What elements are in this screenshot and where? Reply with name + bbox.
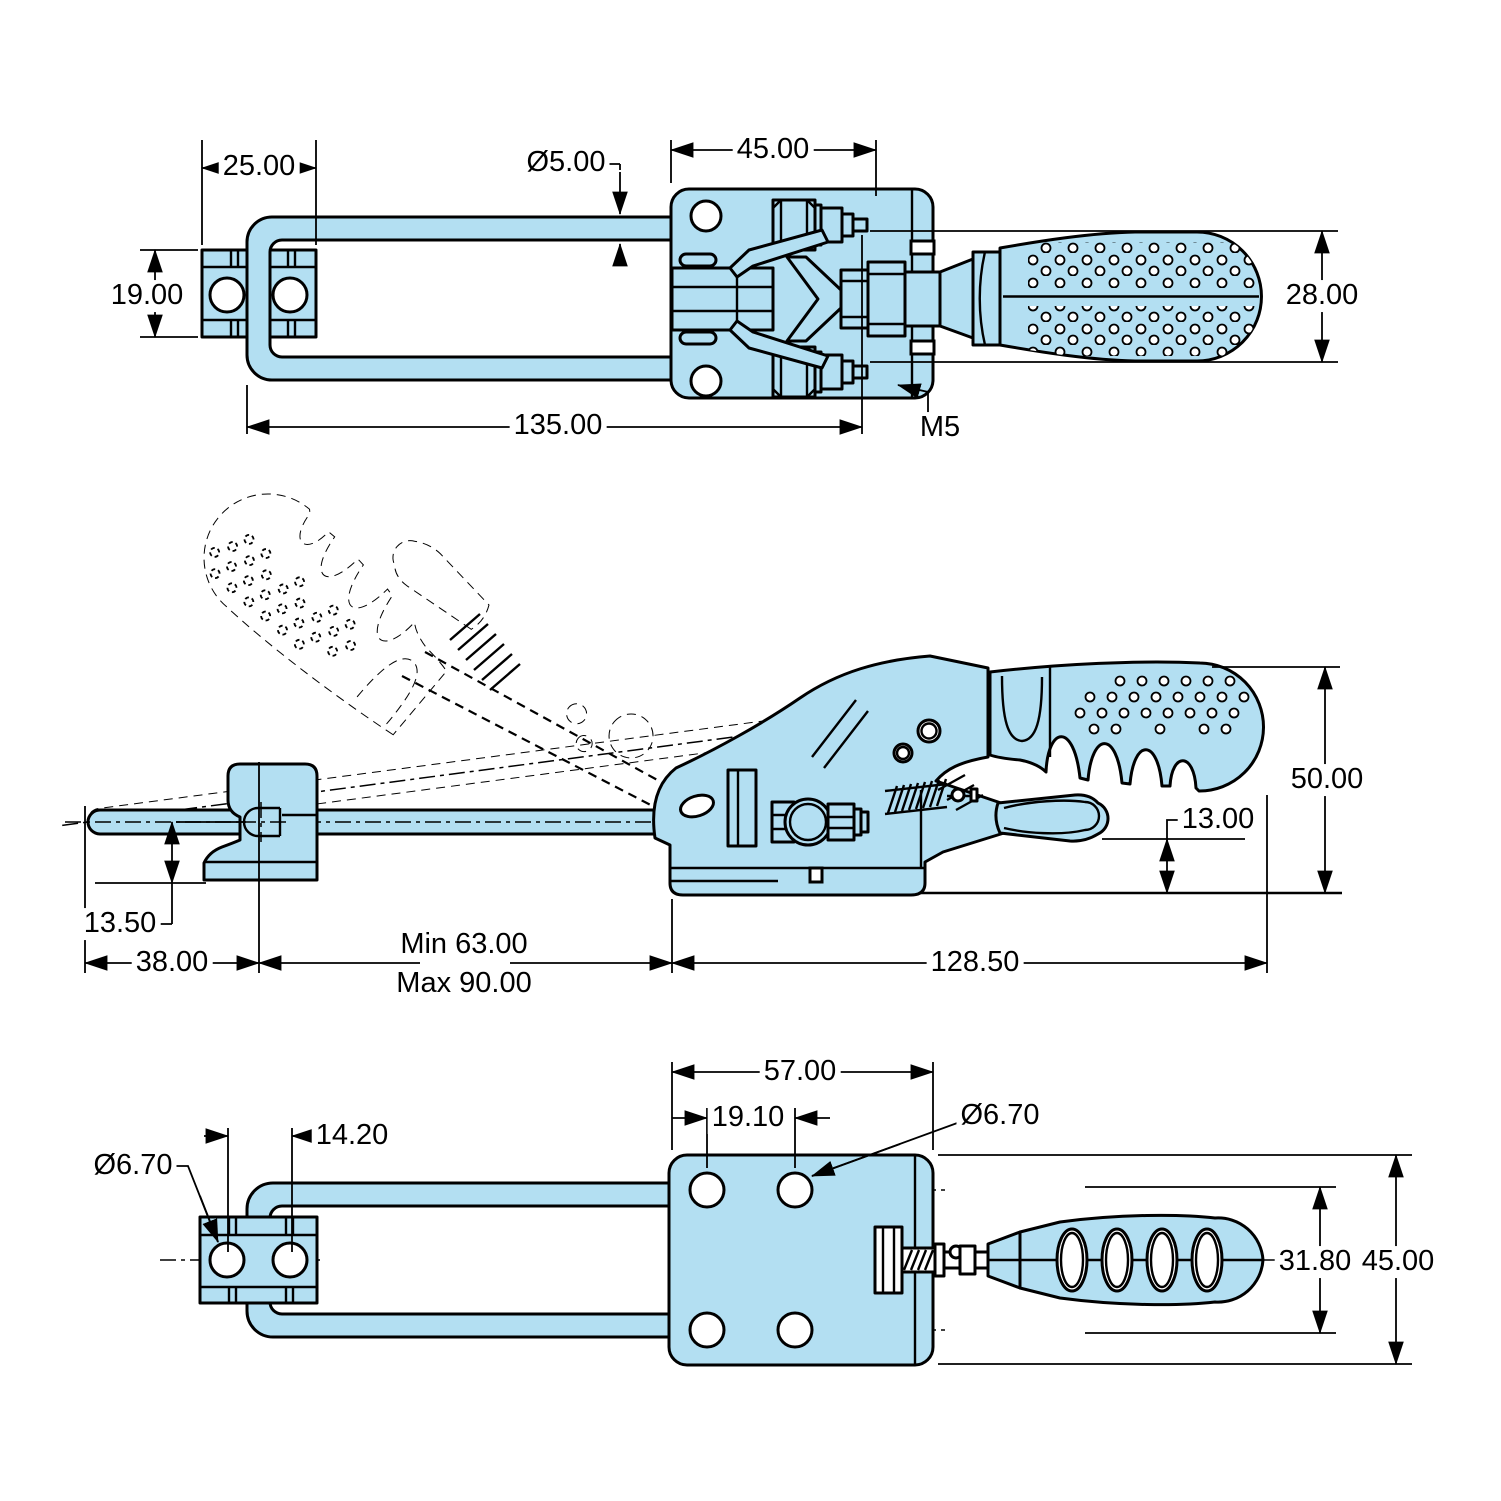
- dim-trigger-height-side: 13.00: [1177, 803, 1259, 836]
- clamp-base-bottom: [667, 1153, 935, 1367]
- dim-latch-length-side: 38.00: [131, 946, 213, 979]
- ghost-linkage: [401, 613, 691, 815]
- spring-side: [884, 778, 979, 816]
- dim-height-side: 50.00: [1286, 763, 1368, 796]
- grip-dots-side: [1074, 675, 1250, 735]
- handle-bottom: [986, 1213, 1265, 1307]
- side-view: [62, 493, 1342, 973]
- toggle-linkage-side: [770, 797, 870, 847]
- dim-overall-width-bottom: 45.00: [1357, 1245, 1439, 1278]
- ghost-open-handle: [203, 493, 654, 759]
- dim-hole-spacing-bottom: 19.10: [707, 1101, 789, 1134]
- latch-plate-bottom: [198, 1215, 319, 1305]
- u-bolt-bottom: [245, 1181, 674, 1339]
- bottom-view: [160, 1062, 1412, 1367]
- dim-base-width-bottom: 57.00: [759, 1055, 841, 1088]
- dim-base-width-top: 45.00: [732, 133, 814, 166]
- adjust-screw-bottom: [873, 1225, 990, 1295]
- dim-latch-height-top: 19.00: [106, 279, 188, 312]
- release-trigger-side: [994, 793, 1110, 843]
- grip-dots-top: [1028, 242, 1256, 356]
- dim-reach-max-side: Max 90.00: [392, 967, 536, 1000]
- dim-thread-top: M5: [915, 411, 965, 444]
- dim-latch-width-top: 25.00: [218, 150, 300, 183]
- dim-latch-hole-dia-bottom: Ø6.70: [89, 1149, 177, 1182]
- dim-body-length-side: 128.50: [926, 946, 1024, 979]
- toggle-mechanism-top: [670, 228, 907, 370]
- grip-slots-bottom: [1055, 1227, 1224, 1293]
- dim-latch-depth-side: 13.50: [79, 907, 161, 940]
- handle-side: [988, 660, 1265, 793]
- dim-latch-hole-spacing-bottom: 14.20: [311, 1119, 393, 1152]
- latch-catch-side: [202, 762, 319, 882]
- bolt-nut-top: [771, 198, 869, 252]
- clamp-body-side: [652, 654, 1006, 897]
- dim-base-hole-dia-bottom: Ø6.70: [956, 1099, 1044, 1132]
- dim-handle-height-top: 28.00: [1281, 279, 1363, 312]
- dim-rod-diameter-top: Ø5.00: [522, 146, 610, 179]
- dim-handle-width-bottom: 31.80: [1274, 1245, 1356, 1278]
- handle-top: [903, 230, 1263, 363]
- top-view: [140, 140, 1338, 435]
- dim-overall-length-top: 135.00: [509, 409, 607, 442]
- dim-reach-min-side: Min 63.00: [396, 928, 532, 961]
